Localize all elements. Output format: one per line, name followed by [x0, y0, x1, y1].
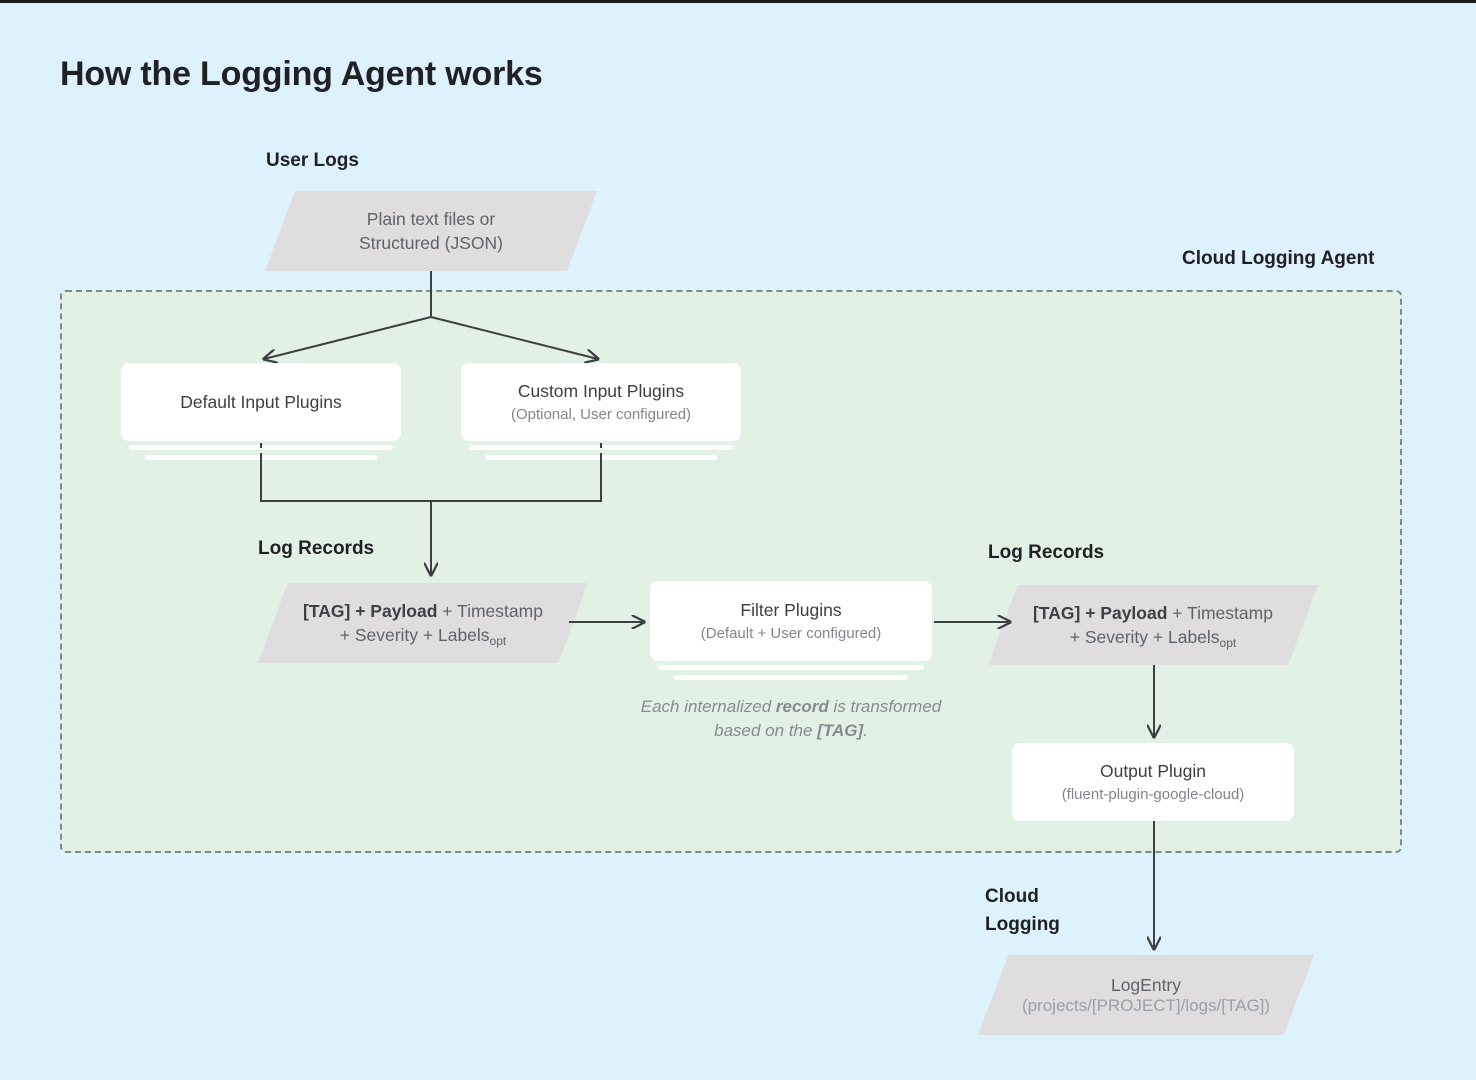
log-record-left-rest: + Timestamp	[437, 600, 543, 621]
node-output-plugin[interactable]: Output Plugin (fluent-plugin-google-clou…	[1012, 743, 1294, 821]
filter-plugins-card[interactable]: Filter Plugins (Default + User configure…	[650, 581, 932, 661]
card-stack-layer-2	[674, 675, 908, 680]
log-entry-title: LogEntry	[1110, 974, 1182, 995]
caption-bold-record: record	[775, 697, 829, 716]
label-cloud-logging-line2: Logging	[985, 913, 1060, 935]
node-filter-plugins[interactable]: Filter Plugins (Default + User configure…	[650, 581, 932, 680]
user-logs-line2: Structured (JSON)	[359, 233, 503, 253]
output-plugin-card[interactable]: Output Plugin (fluent-plugin-google-clou…	[1012, 743, 1294, 821]
label-log-records-right: Log Records	[988, 542, 1105, 563]
caption-part3: .	[863, 721, 868, 741]
card-stack-layer-1	[129, 445, 393, 450]
custom-input-plugins-title: Custom Input Plugins	[517, 380, 685, 401]
label-log-records-left: Log Records	[258, 538, 375, 559]
node-log-entry-text: LogEntry (projects/[PROJECT]/logs/[TAG])	[1022, 975, 1270, 1016]
node-log-record-right[interactable]: [TAG] + Payload + Timestamp + Severity +…	[988, 585, 1318, 665]
node-user-logs-source[interactable]: Plain text files or Structured (JSON)	[265, 191, 597, 271]
caption-bold-tag: [TAG]	[817, 721, 864, 741]
card-stack-layer-1	[469, 445, 733, 450]
node-default-input-plugins[interactable]: Default Input Plugins	[121, 363, 401, 460]
card-stack-layer-2	[145, 455, 377, 460]
log-record-right-bold: [TAG] + Payload	[1033, 602, 1168, 623]
node-custom-input-plugins[interactable]: Custom Input Plugins (Optional, User con…	[461, 363, 741, 460]
custom-input-plugins-card[interactable]: Custom Input Plugins (Optional, User con…	[461, 363, 741, 441]
node-log-record-left[interactable]: [TAG] + Payload + Timestamp + Severity +…	[258, 583, 588, 663]
output-plugin-subtitle: (fluent-plugin-google-cloud)	[1061, 785, 1245, 803]
label-cloud-logging: Cloud Logging	[985, 883, 1060, 938]
page-title: How the Logging Agent works	[60, 55, 543, 93]
caption-part1: Each internalized	[640, 697, 776, 716]
node-log-record-right-text: [TAG] + Payload + Timestamp + Severity +…	[1033, 601, 1273, 650]
node-log-entry[interactable]: LogEntry (projects/[PROJECT]/logs/[TAG])	[978, 955, 1314, 1035]
filter-plugins-title: Filter Plugins	[740, 599, 842, 620]
transform-caption: Each internalized record is transformed …	[636, 695, 946, 743]
log-record-left-line2: + Severity + Labels	[339, 625, 490, 645]
label-cloud-logging-line1: Cloud	[985, 886, 1039, 907]
label-cloud-logging-agent: Cloud Logging Agent	[1182, 248, 1375, 269]
log-record-right-line2: + Severity + Labels	[1069, 627, 1220, 647]
node-log-record-left-text: [TAG] + Payload + Timestamp + Severity +…	[303, 599, 543, 648]
custom-input-plugins-subtitle: (Optional, User configured)	[510, 405, 692, 423]
log-record-right-subscript: opt	[1219, 636, 1237, 650]
log-entry-subtitle: (projects/[PROJECT]/logs/[TAG])	[1021, 995, 1271, 1015]
filter-plugins-subtitle: (Default + User configured)	[700, 624, 882, 642]
caption-part2: is transformed based on the	[714, 697, 942, 741]
card-stack-layer-2	[485, 455, 717, 460]
log-record-right-rest: + Timestamp	[1167, 602, 1273, 623]
log-record-left-subscript: opt	[489, 634, 507, 648]
output-plugin-title: Output Plugin	[1099, 760, 1207, 781]
default-input-plugins-title: Default Input Plugins	[180, 391, 342, 412]
default-input-plugins-card[interactable]: Default Input Plugins	[121, 363, 401, 441]
log-record-left-bold: [TAG] + Payload	[303, 600, 438, 621]
node-user-logs-source-text: Plain text files or Structured (JSON)	[359, 207, 503, 255]
label-user-logs: User Logs	[266, 150, 359, 171]
card-stack-layer-1	[658, 665, 924, 670]
user-logs-line1: Plain text files or	[366, 208, 496, 229]
